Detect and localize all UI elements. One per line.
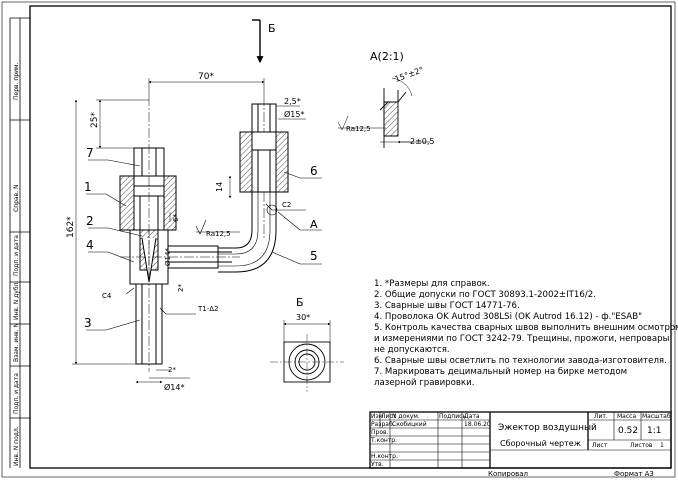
right-body-assembly bbox=[218, 103, 289, 273]
callout-leaders bbox=[86, 159, 322, 331]
dim-2-5: 2,5* bbox=[284, 97, 301, 106]
note-7-cont: лазерной гравировки. bbox=[374, 378, 474, 388]
callout-2: 2 bbox=[86, 214, 94, 228]
detail-a-title: А(2:1) bbox=[370, 50, 404, 63]
tb-razrab-date: 18.06.20 bbox=[464, 421, 491, 428]
note-1: 1. *Размеры для справок. bbox=[374, 279, 490, 289]
tb-massa-val: 0.52 bbox=[618, 426, 638, 436]
tb-massa: Масса bbox=[617, 413, 636, 420]
tb-scale-val: 1:1 bbox=[647, 426, 661, 436]
view-b bbox=[270, 320, 344, 392]
title-block bbox=[369, 411, 672, 469]
footer-copied: Копировал bbox=[488, 470, 528, 478]
strip-podp-data-1: Подп. и дата bbox=[13, 235, 20, 276]
view-b-dim-30: 30* bbox=[296, 313, 310, 322]
dim-14: 14 bbox=[215, 182, 224, 192]
weld-annotations bbox=[125, 203, 306, 315]
tb-lit: Лит. bbox=[594, 413, 608, 420]
callout-3: 3 bbox=[84, 316, 92, 330]
tb-doc-type: Сборочный чертеж bbox=[500, 439, 581, 448]
tb-sheets-val: 1 bbox=[660, 442, 664, 449]
note-5: 5. Контроль качества сварных швов выполн… bbox=[374, 323, 678, 333]
tb-n-dokum: N докум. bbox=[392, 413, 420, 420]
inner-frame bbox=[29, 5, 672, 469]
tb-izm: Изм bbox=[371, 413, 383, 420]
view-b-title: Б bbox=[296, 296, 304, 309]
dim-25: 25* bbox=[90, 112, 100, 128]
detail-a-view bbox=[337, 77, 430, 148]
dim-70: 70* bbox=[198, 72, 214, 82]
tb-sheet-label: Лист bbox=[592, 442, 608, 449]
footer-format: Формат А3 bbox=[614, 470, 654, 478]
detail-mark-a: А bbox=[310, 218, 318, 231]
tb-masshtab: Масштаб bbox=[642, 413, 671, 420]
note-2: 2. Общие допуски по ГОСТ 30893.1-2002±IT… bbox=[374, 290, 596, 300]
note-3: 3. Сварные швы ГОСТ 14771-76. bbox=[374, 301, 520, 311]
callout-1: 1 bbox=[84, 180, 92, 194]
detail-a-roughness: Ra12,5 bbox=[346, 125, 371, 133]
tb-utv: Утв. bbox=[371, 461, 384, 468]
dim-2-bottom: 2* bbox=[168, 366, 176, 374]
weld-c4: C4 bbox=[102, 292, 112, 300]
weld-t1: T1-Δ2 bbox=[197, 305, 219, 313]
dim-2-vertical: 2* bbox=[177, 284, 185, 292]
callout-6: 6 bbox=[310, 164, 318, 178]
section-label-b: Б bbox=[268, 22, 276, 35]
tb-t-kontr: Т.контр. bbox=[370, 437, 397, 444]
strip-inv-podl: Инв. N подл. bbox=[13, 426, 20, 466]
weld-c2: C2 bbox=[282, 201, 291, 209]
dim-162: 162* bbox=[66, 216, 76, 238]
note-5-cont-2: не допускаются. bbox=[374, 345, 450, 355]
tb-list: Лист bbox=[381, 413, 397, 420]
strip-sprav-n: Справ. N bbox=[13, 185, 20, 212]
technical-notes: 1. *Размеры для справок. 2. Общие допуск… bbox=[374, 279, 678, 388]
strip-vzam-inv: Взам. инв. N bbox=[13, 323, 20, 362]
tb-product-name: Эжектор воздушный bbox=[498, 423, 597, 433]
callout-7: 7 bbox=[86, 146, 94, 160]
roughness-ra-main: Ra12,5 bbox=[206, 230, 231, 238]
note-6: 6. Сварные швы осветлить по технологии з… bbox=[374, 356, 667, 366]
note-7: 7. Маркировать децимальный номер на бирк… bbox=[374, 367, 627, 377]
dim-6: 6* bbox=[172, 214, 180, 222]
note-5-cont-1: и измерениями по ГОСТ 3242-79. Трещины, … bbox=[374, 334, 670, 344]
tb-razrab: Разраб. bbox=[371, 421, 395, 428]
strip-perv-prim: Перв. прим. bbox=[13, 62, 20, 100]
section-arrow-b bbox=[252, 19, 264, 64]
strip-inv-dubl: Инв. N дубл. bbox=[13, 281, 20, 320]
dim-d14-vertical: Ø14* bbox=[164, 248, 172, 266]
note-4: 4. Проволока OK Autrod 308LSi (OK Autrod… bbox=[374, 312, 642, 322]
left-body-assembly bbox=[119, 147, 232, 365]
tb-sheets-label: Листов bbox=[630, 442, 653, 449]
detail-a-gap: 2±0,5 bbox=[410, 137, 435, 146]
tb-podpis: Подпись bbox=[439, 413, 466, 420]
strip-podp-data-2: Подп. и дата bbox=[13, 373, 20, 414]
dim-d15: Ø15* bbox=[284, 109, 304, 119]
tb-n-kontr: Н.контр. bbox=[371, 453, 398, 460]
tb-razrab-name: Скобицкий bbox=[392, 421, 427, 428]
tb-prov: Пров. bbox=[371, 429, 389, 436]
callout-4: 4 bbox=[86, 238, 94, 252]
dim-d14-bottom: Ø14* bbox=[164, 382, 184, 392]
tb-data: Дата bbox=[464, 413, 480, 420]
side-strip bbox=[9, 17, 30, 468]
detail-a-angle: 15°±2° bbox=[394, 65, 425, 84]
dimension-lines bbox=[72, 78, 306, 384]
callout-5: 5 bbox=[310, 249, 318, 263]
